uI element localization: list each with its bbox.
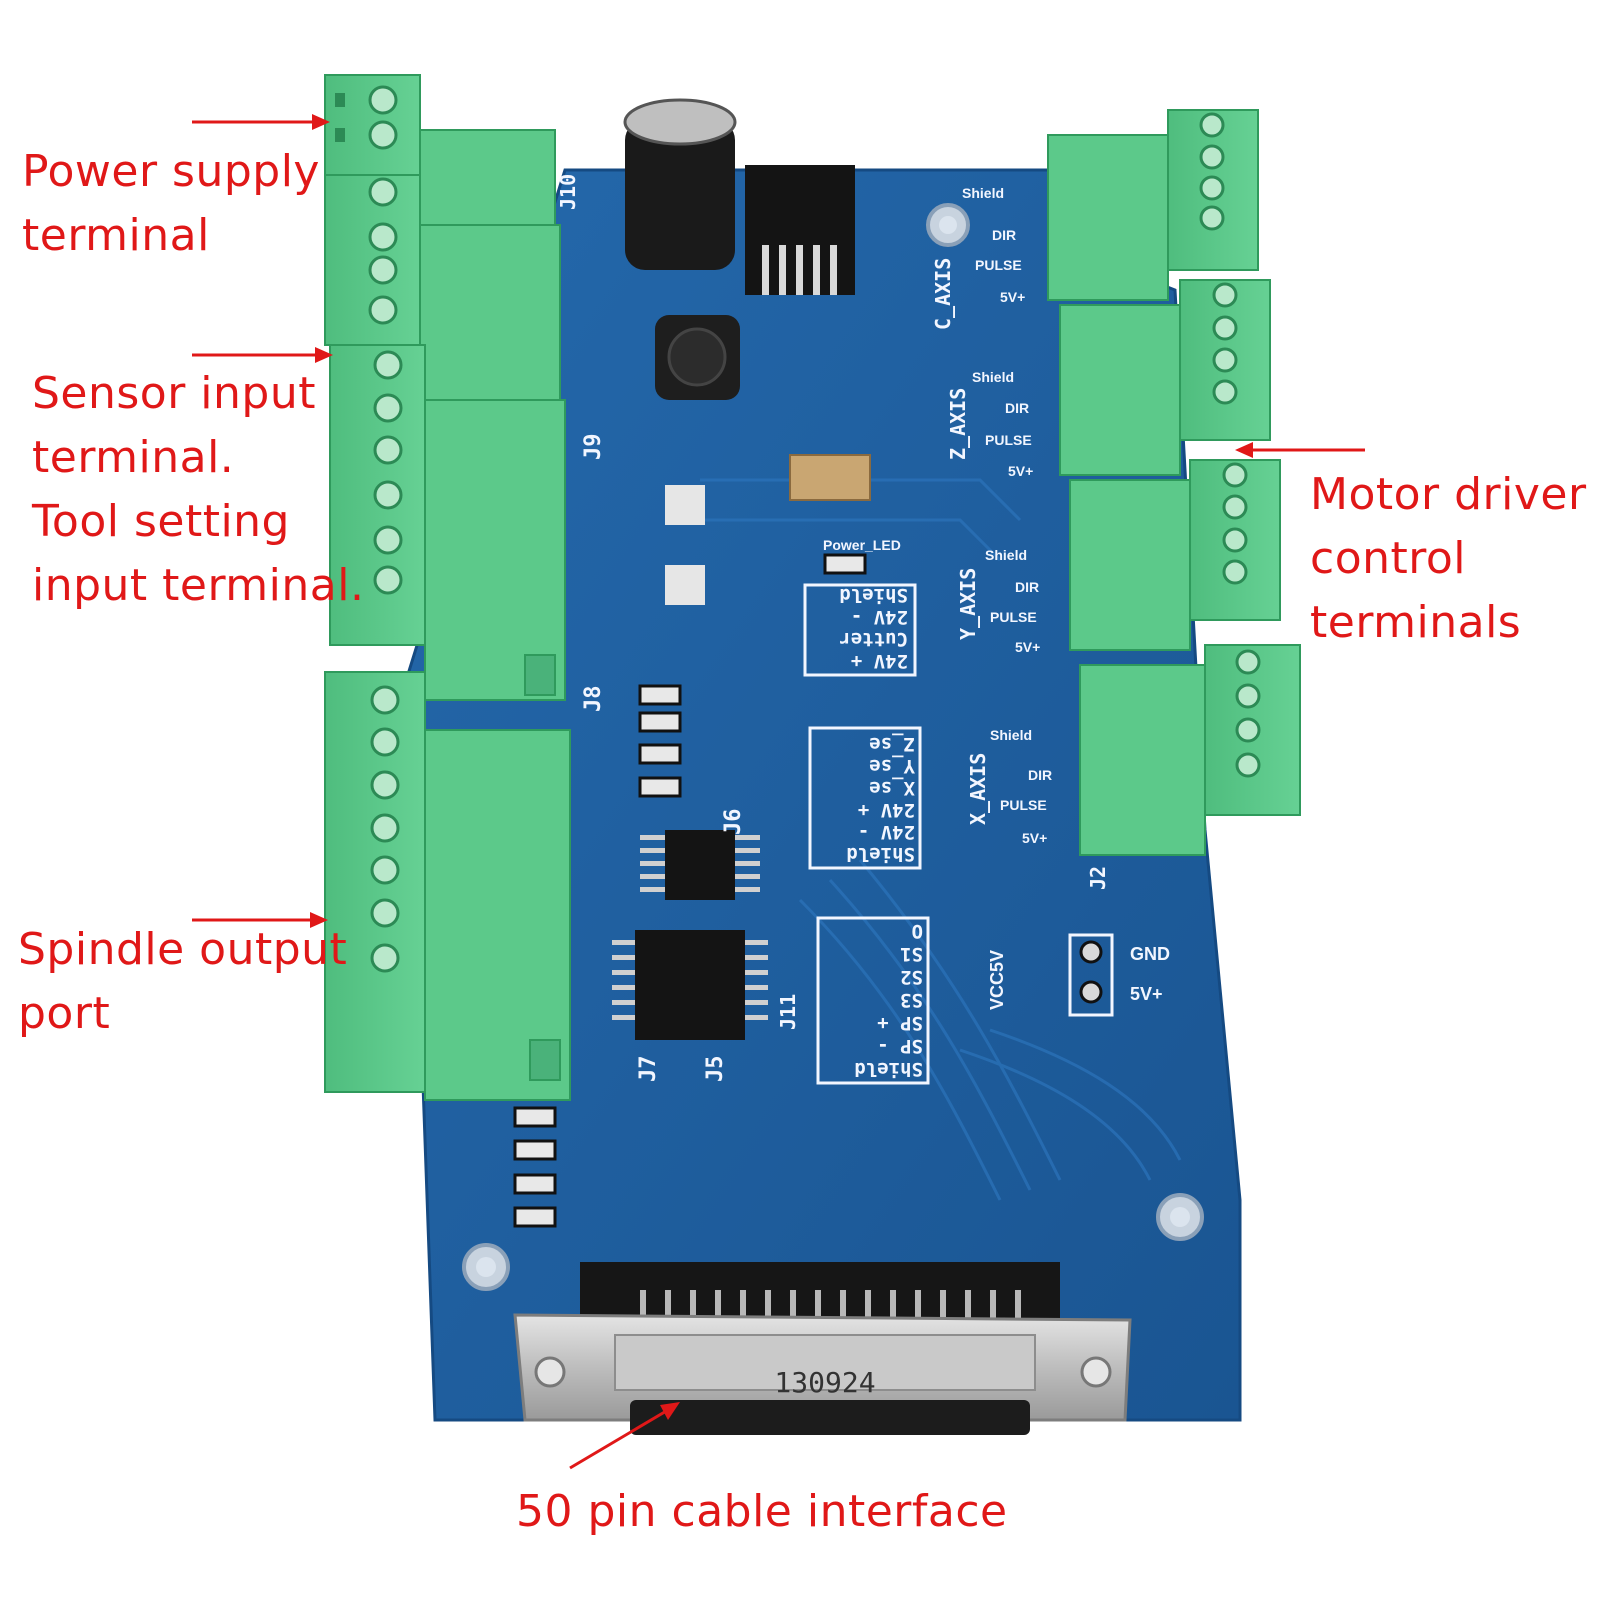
spindle-output-terminal-block [324, 671, 571, 1101]
voltage-regulator [745, 165, 855, 295]
c-axis-pin-labels: Shield DIR PULSE 5V+ [962, 185, 1025, 305]
pin-24v-minus: 24V - [858, 821, 915, 843]
pin-s1: S1 [900, 943, 923, 965]
pin-cutter: Cutter [839, 628, 908, 650]
label-power-led: Power_LED [823, 537, 901, 553]
inductor [655, 315, 740, 400]
pin-5v: 5V+ [1008, 463, 1033, 479]
power-supply-terminal-label: Power supply terminal [22, 146, 320, 261]
pin-pulse: PULSE [985, 432, 1032, 448]
j8-pin-labels: Shield 24V - 24V + X_se Y_se Z_se [846, 733, 915, 865]
pin-dir: DIR [1015, 579, 1039, 595]
pcb-traces [700, 478, 1182, 1201]
x-axis-pin-labels: Shield DIR PULSE 5V+ [990, 727, 1052, 846]
c-axis-terminal [1047, 109, 1259, 301]
smd-leds [513, 553, 867, 1228]
pin-pulse: PULSE [975, 257, 1022, 273]
annotation-arrows [192, 114, 1365, 1470]
pin-shield: Shield [846, 843, 915, 865]
y-axis-pin-labels: Shield DIR PULSE 5V+ [985, 547, 1040, 655]
pin-5v: 5V+ [1000, 289, 1025, 305]
pin-y-se: Y_se [869, 755, 915, 777]
pin-sp-minus: SP - [877, 1035, 923, 1057]
pin-dir: DIR [1028, 767, 1052, 783]
spindle-output-port-label: Spindle output port [18, 924, 348, 1039]
pin-dir: DIR [1005, 400, 1029, 416]
label-j9: J9 [581, 434, 606, 461]
tantalum-capacitor [789, 454, 871, 501]
label-j6: J6 [721, 809, 746, 836]
pin-24v-plus: 24V + [851, 650, 908, 672]
label-j7: J7 [636, 1056, 661, 1083]
sensor-input-terminal-block [324, 174, 566, 701]
label-j2: J2 [1086, 866, 1110, 890]
connector-pins [640, 1290, 1021, 1330]
pin-pulse: PULSE [1000, 797, 1047, 813]
j9-pin-labels: 24V + Cutter 24V - Shield [839, 584, 908, 672]
label-x-axis: X_AXIS [966, 753, 990, 825]
pin-shield: Shield [854, 1058, 923, 1080]
pin-pulse: PULSE [990, 609, 1037, 625]
j7-pin-labels: Shield SP - SP + S3 S2 S1 O [854, 920, 923, 1080]
label-vcc5v: VCC5V [987, 950, 1007, 1010]
power-pads [1079, 940, 1103, 1004]
ic-chip-u6 [640, 830, 760, 900]
pin-z-se: Z_se [869, 733, 915, 755]
label-z-axis: Z_AXIS [946, 388, 970, 460]
z-axis-pin-labels: Shield DIR PULSE 5V+ [972, 369, 1033, 479]
z-axis-terminal [1059, 279, 1271, 476]
pin-o: O [912, 920, 923, 942]
50-pin-cable-connector: 130924 [513, 1262, 1132, 1435]
pin-24v-plus: 24V + [858, 799, 915, 821]
label-c-axis: C_AXIS [931, 258, 955, 330]
x-axis-terminal [1079, 644, 1301, 856]
pin-shield: Shield [990, 727, 1032, 743]
label-u5: J5 [703, 1056, 728, 1083]
motor-driver-terminals-label: Motor driver control terminals [1310, 469, 1587, 648]
pin-x-se: X_se [869, 777, 915, 799]
pin-s3: S3 [900, 989, 923, 1011]
pin-s2: S2 [900, 966, 923, 988]
pin-5v: 5V+ [1015, 639, 1040, 655]
label-j8: J8 [581, 686, 606, 713]
test-pads [665, 485, 705, 605]
silkscreen-boxes [803, 583, 1114, 1085]
pin-shield: Shield [985, 547, 1027, 563]
pin-dir: DIR [992, 227, 1016, 243]
label-gnd: GND [1130, 944, 1170, 964]
pin-shield: Shield [972, 369, 1014, 385]
pin-sp-plus: SP + [877, 1012, 923, 1034]
label-j11: J11 [776, 994, 800, 1030]
connector-code: 130924 [774, 1366, 875, 1399]
ic-chip-u5 [612, 930, 768, 1040]
power-supply-terminal-block [324, 74, 556, 226]
pin-shield: Shield [839, 584, 908, 606]
label-y-axis: Y_AXIS [956, 568, 980, 640]
label-5v-pad: 5V+ [1130, 984, 1163, 1004]
motor-driver-terminal-blocks [1047, 109, 1301, 856]
label-j10: J10 [556, 174, 580, 210]
pin-5v: 5V+ [1022, 830, 1047, 846]
sensor-input-terminal-label: Sensor input terminal. Tool setting inpu… [32, 368, 365, 611]
pin-shield: Shield [962, 185, 1004, 201]
pin-24v-minus: 24V - [851, 606, 908, 628]
cable-interface-label: 50 pin cable interface [516, 1486, 1008, 1537]
electrolytic-capacitor [623, 98, 737, 270]
y-axis-terminal [1069, 459, 1281, 651]
